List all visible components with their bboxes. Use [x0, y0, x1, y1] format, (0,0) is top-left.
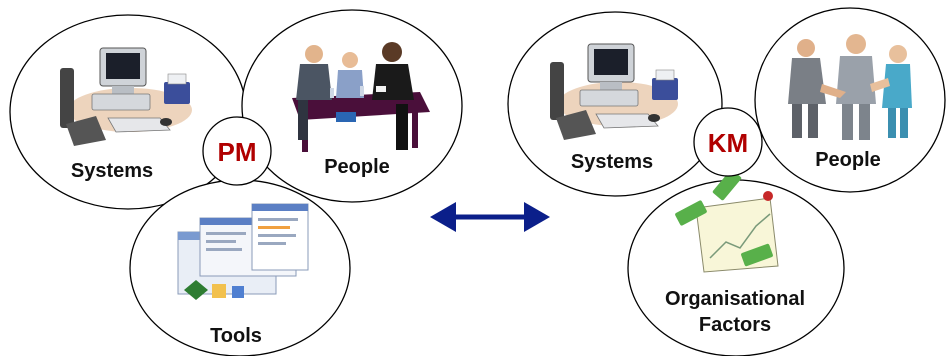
km-hub-circle [693, 107, 763, 177]
km-systems-label: Systems [571, 151, 653, 173]
meeting-table-icon [292, 42, 430, 152]
pm-systems-label: Systems [71, 160, 153, 182]
pm-hub-circle [202, 116, 272, 186]
km-factors-label-line2: Factors [699, 314, 771, 336]
km-factors-label-line1: Organisational [665, 288, 805, 310]
km-group: KM Systems People Organisational Factors [507, 7, 946, 356]
km-people-label: People [815, 149, 881, 171]
pm-group: PM Systems People Tools [9, 9, 463, 356]
software-windows-icon [177, 203, 309, 300]
computer-workstation-icon [60, 47, 192, 146]
pm-hub-label: PM [218, 137, 257, 167]
double-headed-arrow-icon [430, 202, 550, 232]
km-hub-label: KM [708, 128, 748, 158]
money-chart-icon [675, 169, 779, 273]
pm-people-label: People [324, 156, 390, 178]
computer-workstation-icon [550, 43, 678, 140]
pm-tools-label: Tools [210, 325, 262, 347]
handshake-icon [788, 34, 912, 140]
